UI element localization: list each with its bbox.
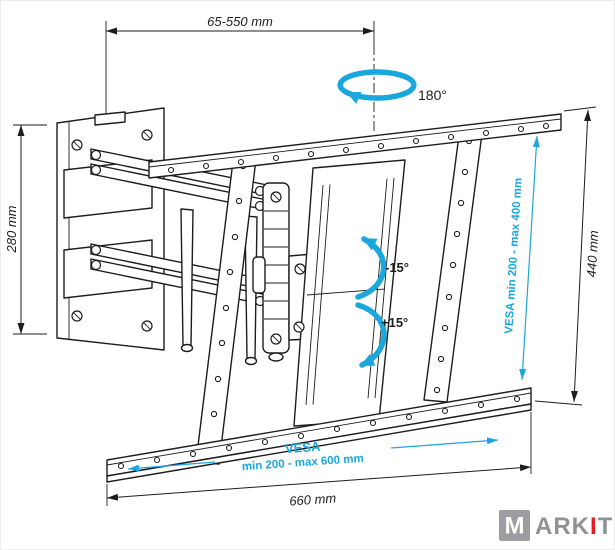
- logo-box-letter: M: [505, 513, 525, 540]
- vesa-horizontal-title: VESA: [285, 439, 322, 456]
- swivel-angle-label: 180°: [418, 87, 447, 103]
- dimension-line: [571, 109, 591, 403]
- dim-height: 440 mm: [534, 106, 601, 406]
- logo-text-part2: T: [598, 513, 614, 540]
- rotation-arrow-back: [337, 69, 409, 96]
- tilt-down-label: +15°: [381, 315, 408, 330]
- hinge-knuckle: [252, 256, 266, 294]
- post-foot: [244, 356, 258, 366]
- vesa-dimension-line: [519, 135, 540, 381]
- wall-plate: [56, 107, 165, 351]
- tilt-indicator: -15° +15°: [355, 236, 409, 368]
- rail-body: [148, 113, 562, 179]
- extension-line: [534, 400, 583, 406]
- vesa-vertical-label: VESA min 200 - max 400 mm: [503, 178, 525, 335]
- pivot-column-body: [262, 182, 290, 354]
- dim-label-width: 660 mm: [289, 490, 337, 508]
- logo-text-part1: ARK: [535, 513, 590, 540]
- dim-width: 660 mm: [106, 412, 532, 509]
- dim-wall-plate-height: 280 mm: [4, 124, 47, 335]
- tilt-down-arrow-icon: [355, 302, 387, 368]
- column-foot: [268, 352, 284, 362]
- rotation-indicator: 180°: [337, 45, 447, 133]
- pivot-post: [180, 208, 194, 347]
- pivot-column: [252, 182, 290, 362]
- dim-extension-range: 65-550 mm: [105, 14, 375, 115]
- extension-line: [563, 106, 597, 112]
- post-foot: [180, 343, 194, 353]
- tilt-up-label: -15°: [385, 260, 409, 275]
- level-window: [94, 111, 126, 126]
- rotation-arrow-icon: [345, 74, 417, 104]
- mounting-holes: [167, 122, 550, 174]
- dim-vesa-vertical: VESA min 200 - max 400 mm: [503, 135, 540, 381]
- adapter-plate: [293, 159, 406, 427]
- vesa-dimension-line: [390, 437, 499, 449]
- right-vesa-rail: [423, 125, 484, 403]
- logo-text-accent: I: [590, 513, 598, 540]
- dim-label-extension: 65-550 mm: [207, 14, 273, 29]
- adapter-plate-body: [293, 159, 406, 427]
- top-rail: [148, 113, 562, 179]
- brand-logo: M ARKIT: [499, 510, 613, 541]
- tilt-up-arrow-icon: [355, 236, 387, 300]
- logo-box: [499, 510, 530, 541]
- dimension-line: [106, 464, 532, 501]
- dim-label-plate-height: 280 mm: [4, 205, 19, 253]
- pivot-posts: [180, 208, 258, 366]
- logo-wordmark: ARKIT: [535, 513, 613, 540]
- wall-screws: [71, 129, 153, 332]
- dim-label-height: 440 mm: [584, 230, 601, 278]
